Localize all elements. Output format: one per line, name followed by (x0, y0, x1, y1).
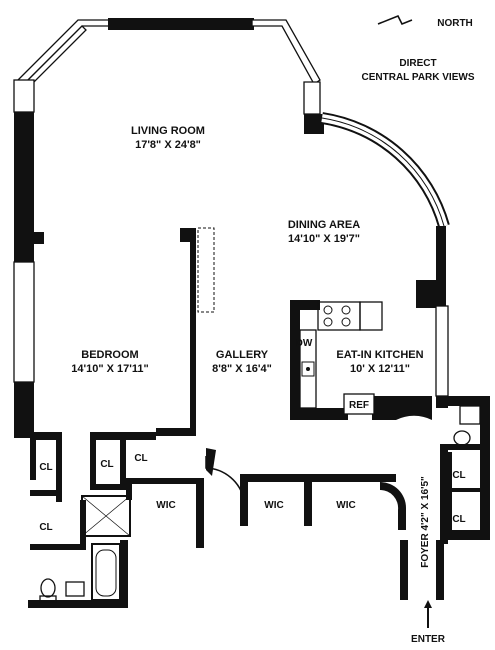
living-room-name: LIVING ROOM (131, 125, 205, 137)
bedroom-name: BEDROOM (81, 349, 138, 361)
kitchen-name: EAT-IN KITCHEN (336, 349, 423, 361)
closet-label-3: CL (134, 453, 147, 464)
refrigerator-label: REF (349, 400, 369, 411)
interior-walls (30, 227, 484, 603)
wic-label-2: WIC (264, 500, 283, 511)
gallery-dims: 8'8" X 16'4" (212, 363, 272, 375)
entry-label: ENTER (411, 634, 446, 645)
closet-label-6: CL (452, 514, 465, 525)
foyer-label: FOYER 4'2" X 16'5" (420, 476, 431, 568)
wic-label-3: WIC (336, 500, 355, 511)
dining-area-name: DINING AREA (288, 219, 360, 231)
closet-label-1: CL (39, 462, 52, 473)
closet-label-5: CL (452, 470, 465, 481)
wic-label-1: WIC (156, 500, 175, 511)
exterior-walls (13, 18, 490, 608)
views-note-line2: CENTRAL PARK VIEWS (362, 72, 475, 83)
kitchen-dims: 10' X 12'11" (350, 363, 410, 375)
entry-arrow-icon (424, 600, 432, 628)
gallery-name: GALLERY (216, 349, 269, 361)
closet-label-2: CL (100, 459, 113, 470)
compass-label: NORTH (437, 18, 473, 29)
dishwasher-label: DW (296, 338, 313, 349)
closet-label-4: CL (39, 522, 52, 533)
views-note-line1: DIRECT (399, 58, 436, 69)
north-arrow-icon (377, 14, 413, 26)
dining-area-dims: 14'10" X 19'7" (288, 233, 360, 245)
bedroom-dims: 14'10" X 17'11" (71, 363, 148, 375)
living-room-dims: 17'8" X 24'8" (135, 139, 201, 151)
